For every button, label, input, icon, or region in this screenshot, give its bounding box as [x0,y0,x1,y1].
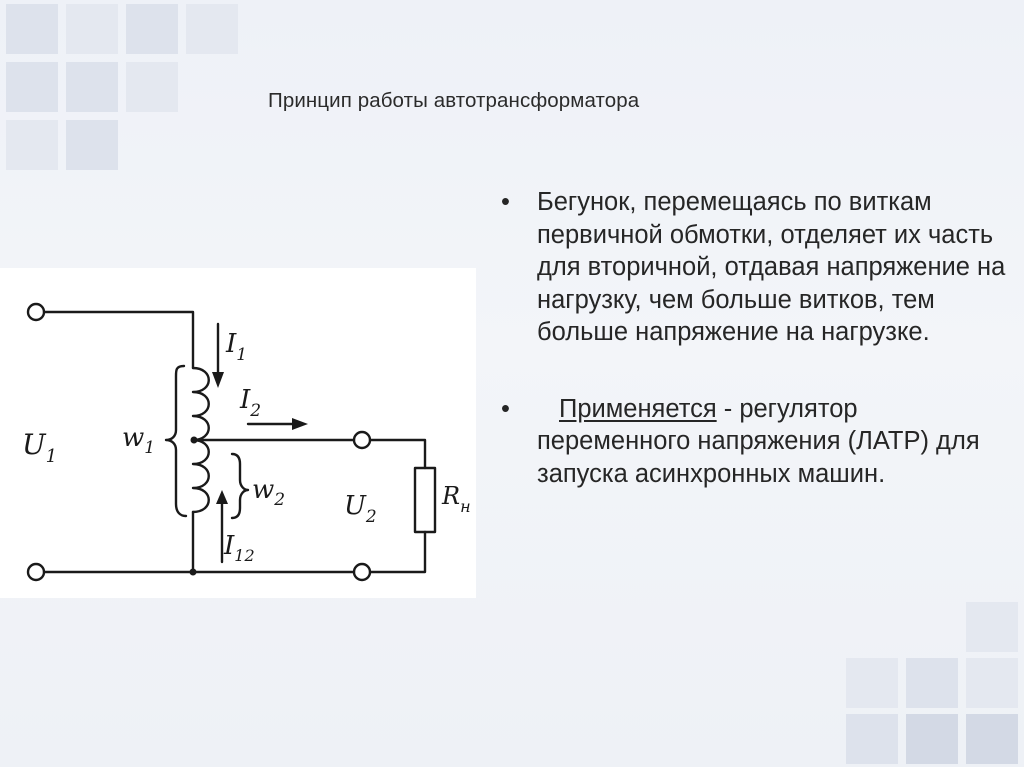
input-terminal-top [26,302,46,322]
wire-top [42,310,195,370]
bullet-item-description: • Бегунок, перемещаясь по виткам первичн… [497,186,1017,349]
wire-load-bottom [368,530,427,574]
label-u2: U2 [344,491,377,527]
bullet-marker: • [501,394,510,423]
slide-title: Принцип работы автотрансформатора [268,89,640,112]
circuit-diagram: U1 w1 w2 I1 I2 I12 U2 Rн [0,268,476,598]
input-terminal-bottom [26,562,46,582]
load-resistor [413,466,437,534]
tap-junction [190,436,198,444]
bullet-text: Бегунок, перемещаясь по виткам первичной… [537,188,1006,346]
output-terminal-bottom [352,562,372,582]
autotransformer-circuit-svg: U1 w1 w2 I1 I2 I12 U2 Rн [22,302,471,582]
label-u1: U1 [22,428,57,467]
i1-arrowhead [212,372,224,388]
label-rn: Rн [441,482,471,516]
bottom-junction [189,568,197,576]
i12-arrowhead [216,490,228,504]
label-i1: I1 [225,329,247,365]
i2-arrowhead [292,418,308,430]
w2-brace [230,452,250,520]
bullet-item-application: • Применяется - регулятор переменного на… [497,393,1017,491]
bullet-text: - регулятор переменного напряжения (ЛАТР… [537,394,980,488]
wire-load-top [368,438,427,470]
bullet-underlined-term: Применяется [559,394,717,423]
bullet-marker: • [501,188,510,216]
label-w2: w2 [252,475,285,510]
label-i2: I2 [239,385,261,421]
w1-brace [164,364,188,518]
label-w1: w1 [122,423,155,458]
bullet-list: • Бегунок, перемещаясь по виткам первичн… [497,186,1017,490]
output-terminal-top [352,430,372,450]
label-i12: I12 [223,531,255,565]
